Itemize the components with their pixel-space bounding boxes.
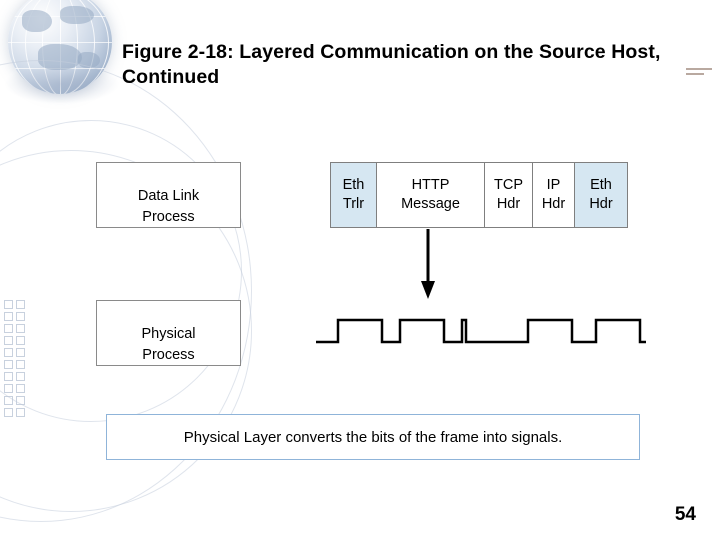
http-message-line2: Message [401,196,460,212]
frame-cell-eth-trailer: Eth Trlr [330,162,377,228]
ip-header-line2: Hdr [541,196,566,212]
tcp-header-line1: TCP [494,177,523,193]
eth-trailer-line2: Trlr [342,196,365,212]
physical-process-label-line1: Physical [141,326,196,342]
eth-trailer-line1: Eth [342,177,365,193]
dot-grid-decor [4,300,30,430]
page-title: Figure 2-18: Layered Communication on th… [122,41,661,88]
caption-box: Physical Layer converts the bits of the … [106,414,640,460]
globe-icon [0,0,132,114]
frame-cell-http-message: HTTP Message [377,162,485,228]
physical-process-box: Physical Process [96,300,241,366]
data-link-process-label-line1: Data Link [137,188,200,204]
frame-diagram: Eth Trlr HTTP Message TCP Hdr IP Hdr Eth… [330,162,628,228]
square-wave-icon [316,318,646,344]
frame-cell-ip-header: IP Hdr [533,162,575,228]
corner-mark-decor [686,68,712,78]
eth-header-line1: Eth [590,177,612,193]
page-number: 54 [674,504,696,525]
frame-cell-tcp-header: TCP Hdr [485,162,533,228]
caption-text: Physical Layer converts the bits of the … [183,428,563,446]
down-arrow-icon [421,229,435,299]
ip-header-line1: IP [546,177,561,193]
tcp-header-line2: Hdr [496,196,521,212]
data-link-process-label-line2: Process [142,209,195,225]
physical-process-label-line2: Process [142,347,195,363]
eth-header-line2: Hdr [589,196,613,212]
data-link-process-box: Data Link Process [96,162,241,228]
http-message-line1: HTTP [411,177,450,193]
frame-cell-eth-header: Eth Hdr [575,162,628,228]
